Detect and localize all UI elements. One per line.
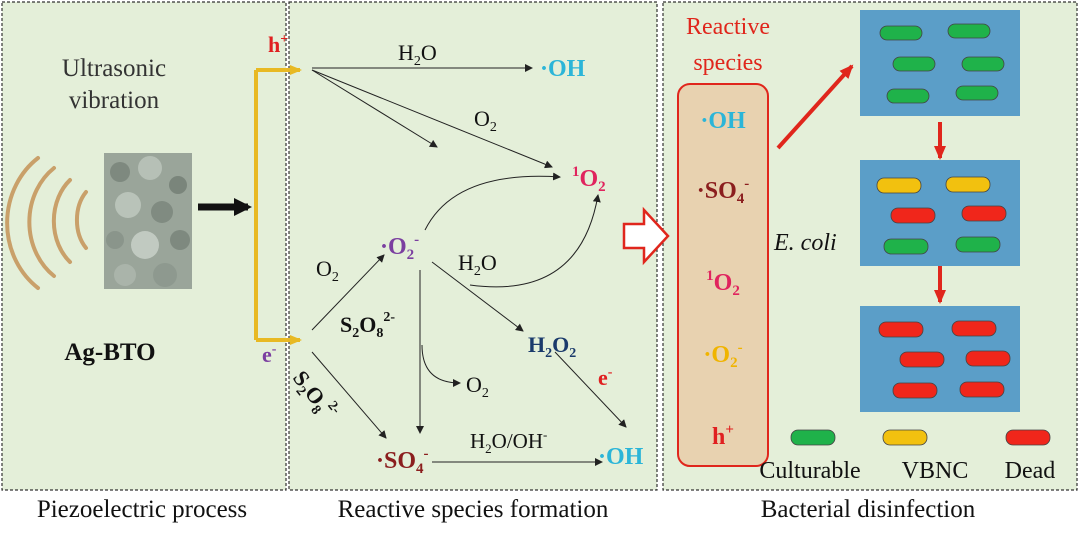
species-item: ·O2- <box>703 340 742 371</box>
bacterium <box>890 207 936 224</box>
water-hydroxide-label: H2O/OH- <box>470 427 547 456</box>
hydroxyl-radical-top: ·OH <box>540 56 586 82</box>
red-arrow-diagonal <box>776 64 854 150</box>
legend-swatch <box>790 429 836 446</box>
singlet-oxygen: 1O2 <box>572 164 606 195</box>
charge-bracket <box>254 65 302 345</box>
legend: Culturable VBNC Dead <box>759 429 1056 484</box>
bacterium <box>892 382 938 399</box>
bacterium <box>878 321 924 338</box>
species-item: ·SO4- <box>697 176 750 207</box>
bacterium <box>961 205 1007 222</box>
piezo-caption: Piezoelectric process <box>37 496 247 523</box>
water-label-mid: H2O <box>458 250 497 279</box>
persulfate-center: S2O82- <box>340 310 395 341</box>
oxygen-label-low: O2 <box>466 372 489 401</box>
reactive-title-1: Reactive <box>686 14 770 40</box>
superoxide-radical: ·O2- <box>380 232 419 263</box>
ultrasonic-label-2: vibration <box>69 87 160 114</box>
reaction-arrows <box>311 64 627 466</box>
bacterium <box>965 350 1011 367</box>
bacterium <box>951 320 997 337</box>
legend-label: Culturable <box>759 458 860 484</box>
transfer-arrow <box>622 206 670 266</box>
organism-label: E. coli <box>773 230 837 256</box>
species-item: ·OH <box>700 108 746 134</box>
formation-caption: Reactive species formation <box>338 496 609 523</box>
species-list: ·OH ·SO4- 1O2 ·O2- h+ <box>697 108 750 450</box>
oxygen-label-left: O2 <box>316 256 339 285</box>
material-micrograph <box>104 153 192 289</box>
bacterium <box>955 85 999 101</box>
cell-panel-culturable <box>860 10 1020 116</box>
bacterium <box>961 56 1005 72</box>
bacterium <box>899 351 945 368</box>
sulfate-radical: ·SO4- <box>376 446 429 477</box>
ultrasonic-label-1: Ultrasonic <box>62 55 166 82</box>
species-item: 1O2 <box>706 268 740 299</box>
electron-label: e- <box>262 342 277 367</box>
bacterium <box>955 236 1001 253</box>
cell-panel-mixed <box>860 160 1020 266</box>
formation-panel <box>288 1 658 491</box>
bacterium <box>886 88 930 104</box>
species-item: h+ <box>712 422 734 450</box>
hole-label: h+ <box>268 32 288 57</box>
bacterium <box>879 25 923 41</box>
bacterium <box>892 56 936 72</box>
electron-label-right: e- <box>598 365 613 390</box>
legend-swatch <box>1005 429 1051 446</box>
hydrogen-peroxide: H2O2 <box>528 332 576 361</box>
water-label-top: H2O <box>398 40 437 69</box>
bacterium <box>876 177 922 194</box>
legend-label: Dead <box>1005 458 1056 484</box>
cell-panel-dead <box>860 306 1020 412</box>
bacterium <box>959 381 1005 398</box>
legend-label: VBNC <box>902 458 969 484</box>
legend-swatch <box>882 429 928 446</box>
species-box <box>677 83 769 467</box>
hydroxyl-radical-bottom: ·OH <box>598 444 644 470</box>
material-label: Ag-BTO <box>64 339 155 366</box>
reactive-title-2: species <box>693 50 762 76</box>
bacterium <box>947 23 991 39</box>
oxygen-label-mid: O2 <box>474 106 497 135</box>
bacterium <box>945 176 991 193</box>
disinfection-caption: Bacterial disinfection <box>761 496 976 523</box>
bacterium <box>883 238 929 255</box>
ultrasonic-waves-icon <box>5 156 88 290</box>
